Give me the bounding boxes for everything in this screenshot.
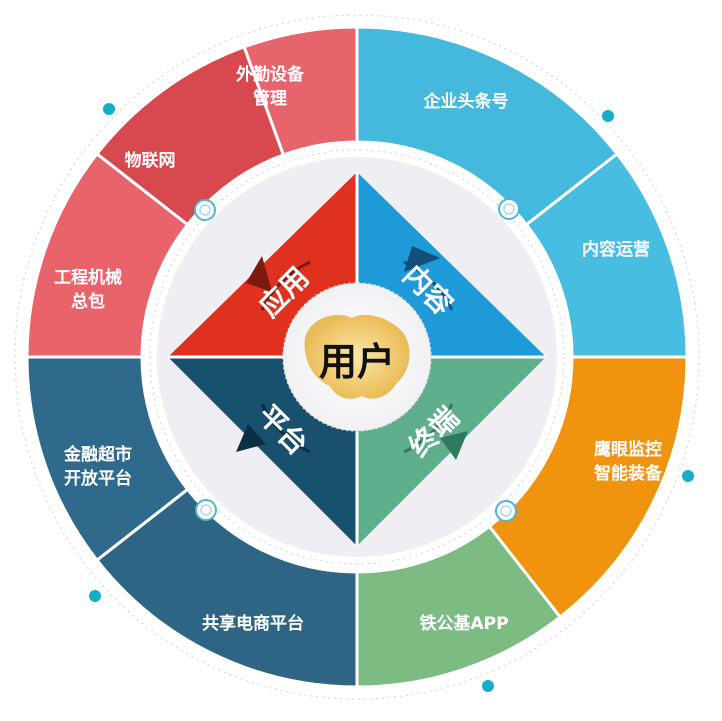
connector-node — [195, 499, 217, 521]
accent-dot — [682, 470, 694, 482]
arrowhead-platform-icon — [236, 424, 266, 452]
accent-dot — [89, 590, 101, 602]
segment-label-finance-market: 金融超市开放平台 — [63, 444, 132, 489]
inner-dotted-ring — [149, 149, 565, 565]
accent-dot — [482, 680, 494, 692]
china-map-icon — [304, 314, 410, 399]
arrowhead-content-icon — [404, 246, 440, 272]
segment-label-line: 智能装备 — [594, 463, 663, 484]
connector-node — [498, 198, 520, 220]
segment-label-line: 开放平台 — [64, 468, 132, 489]
flow-arrows — [260, 260, 454, 454]
connector-node — [495, 500, 517, 522]
accent-dot — [602, 110, 614, 122]
outer-dotted-ring — [14, 14, 700, 700]
center-label: 用户 — [319, 340, 395, 384]
segment-label-line: 工程机械 — [54, 267, 122, 288]
segment-label-field-equipment: 外勤设备管理 — [236, 64, 305, 109]
arrow-platform-icon — [260, 403, 311, 454]
connector-node — [194, 199, 216, 221]
arrow-terminal-icon — [403, 403, 454, 454]
segment-label-line: 外勤设备 — [236, 64, 305, 85]
segment-label-shared-ecommerce: 共享电商平台 — [202, 613, 304, 634]
segment-label-line: 管理 — [253, 88, 287, 109]
segment-label-tiegongji: 铁公基APP — [419, 613, 508, 634]
segment-label-content-ops: 内容运营 — [582, 239, 650, 260]
segment-label-eagle-eye: 鹰眼监控智能装备 — [594, 439, 663, 484]
segment-label-line: 金融超市 — [63, 444, 132, 465]
arrowhead-app-icon — [246, 256, 272, 292]
arrowhead-terminal-icon — [440, 431, 468, 460]
segment-label-toutiao: 企业头条号 — [423, 91, 509, 112]
segment-label-line: 物联网 — [125, 150, 176, 171]
segment-label-line: 铁公基APP — [419, 613, 508, 634]
arrow-app-icon — [260, 260, 311, 311]
inner-connector-nodes — [194, 198, 520, 522]
segment-label-line: 总包 — [71, 291, 105, 312]
outer-accent-dots — [89, 103, 694, 692]
accent-dot — [103, 103, 115, 115]
segment-label-line: 鹰眼监控 — [594, 439, 662, 460]
segment-label-line: 共享电商平台 — [202, 613, 304, 634]
segment-label-engineering: 工程机械总包 — [54, 267, 122, 312]
segment-label-line: 企业头条号 — [423, 91, 509, 112]
segment-label-iot: 物联网 — [125, 150, 176, 171]
segment-label-line: 内容运营 — [582, 239, 650, 260]
